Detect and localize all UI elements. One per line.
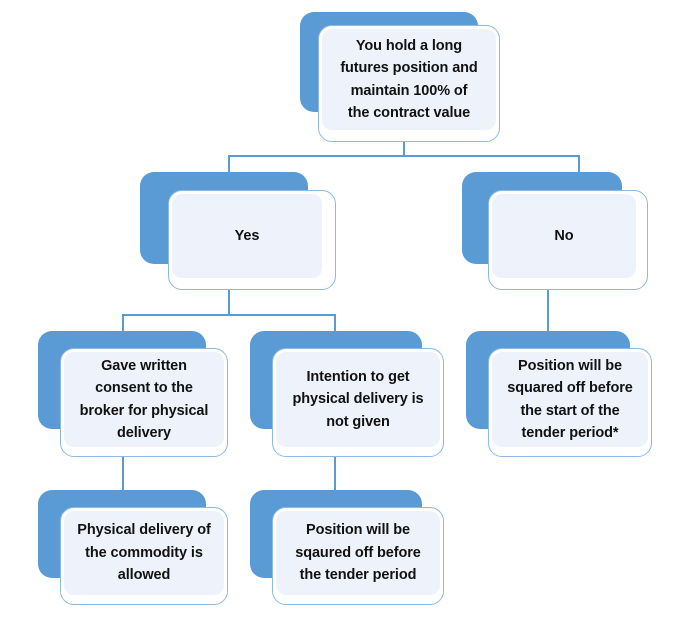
node-fill: Position will be squared off before the … bbox=[492, 352, 648, 447]
connector-yes-to-consent bbox=[122, 314, 124, 338]
node-fill: Intention to get physical delivery is no… bbox=[276, 352, 440, 447]
connector-root-to-yes bbox=[228, 155, 230, 180]
connector-yes-to-no-intention bbox=[334, 314, 336, 338]
node-label: No bbox=[554, 227, 574, 244]
node-fill: No bbox=[492, 194, 636, 278]
node-fill: Gave written consent to the broker for p… bbox=[64, 352, 224, 447]
node-label: Position will be squared off before the … bbox=[507, 357, 633, 441]
connector-root-bus bbox=[228, 155, 580, 157]
node-label: Gave written consent to the broker for p… bbox=[79, 357, 209, 441]
node-label: Intention to get physical delivery is no… bbox=[292, 368, 424, 430]
node-label: Physical delivery of the commodity is al… bbox=[77, 522, 211, 584]
node-fill: Physical delivery of the commodity is al… bbox=[64, 511, 224, 595]
connector-root-stem bbox=[403, 138, 405, 156]
node-squared-before-tender[interactable]: Position will be sqaured off before the … bbox=[250, 490, 444, 605]
connector-yes-stem bbox=[228, 288, 230, 315]
node-delivery-allowed[interactable]: Physical delivery of the commodity is al… bbox=[38, 490, 228, 605]
connector-no-to-squared-before-start bbox=[547, 288, 549, 338]
node-yes[interactable]: Yes bbox=[140, 172, 336, 290]
node-no-intention[interactable]: Intention to get physical delivery is no… bbox=[250, 331, 444, 457]
node-consent[interactable]: Gave written consent to the broker for p… bbox=[38, 331, 228, 457]
node-fill: Yes bbox=[172, 194, 322, 278]
node-squared-before-start[interactable]: Position will be squared off before the … bbox=[466, 331, 652, 457]
node-no[interactable]: No bbox=[462, 172, 648, 290]
node-label: Position will be sqaured off before the … bbox=[295, 522, 421, 584]
connector-no-intention-to-squared-before-tender bbox=[334, 455, 336, 490]
node-root[interactable]: You hold a long futures position and mai… bbox=[300, 12, 500, 142]
connector-consent-to-delivery-allowed bbox=[122, 455, 124, 490]
node-label: Yes bbox=[234, 227, 260, 244]
node-label: You hold a long futures position and mai… bbox=[340, 37, 478, 121]
node-fill: Position will be sqaured off before the … bbox=[276, 511, 440, 595]
connector-yes-bus bbox=[122, 314, 336, 316]
node-fill: You hold a long futures position and mai… bbox=[322, 29, 496, 130]
connector-root-to-no bbox=[578, 155, 580, 180]
